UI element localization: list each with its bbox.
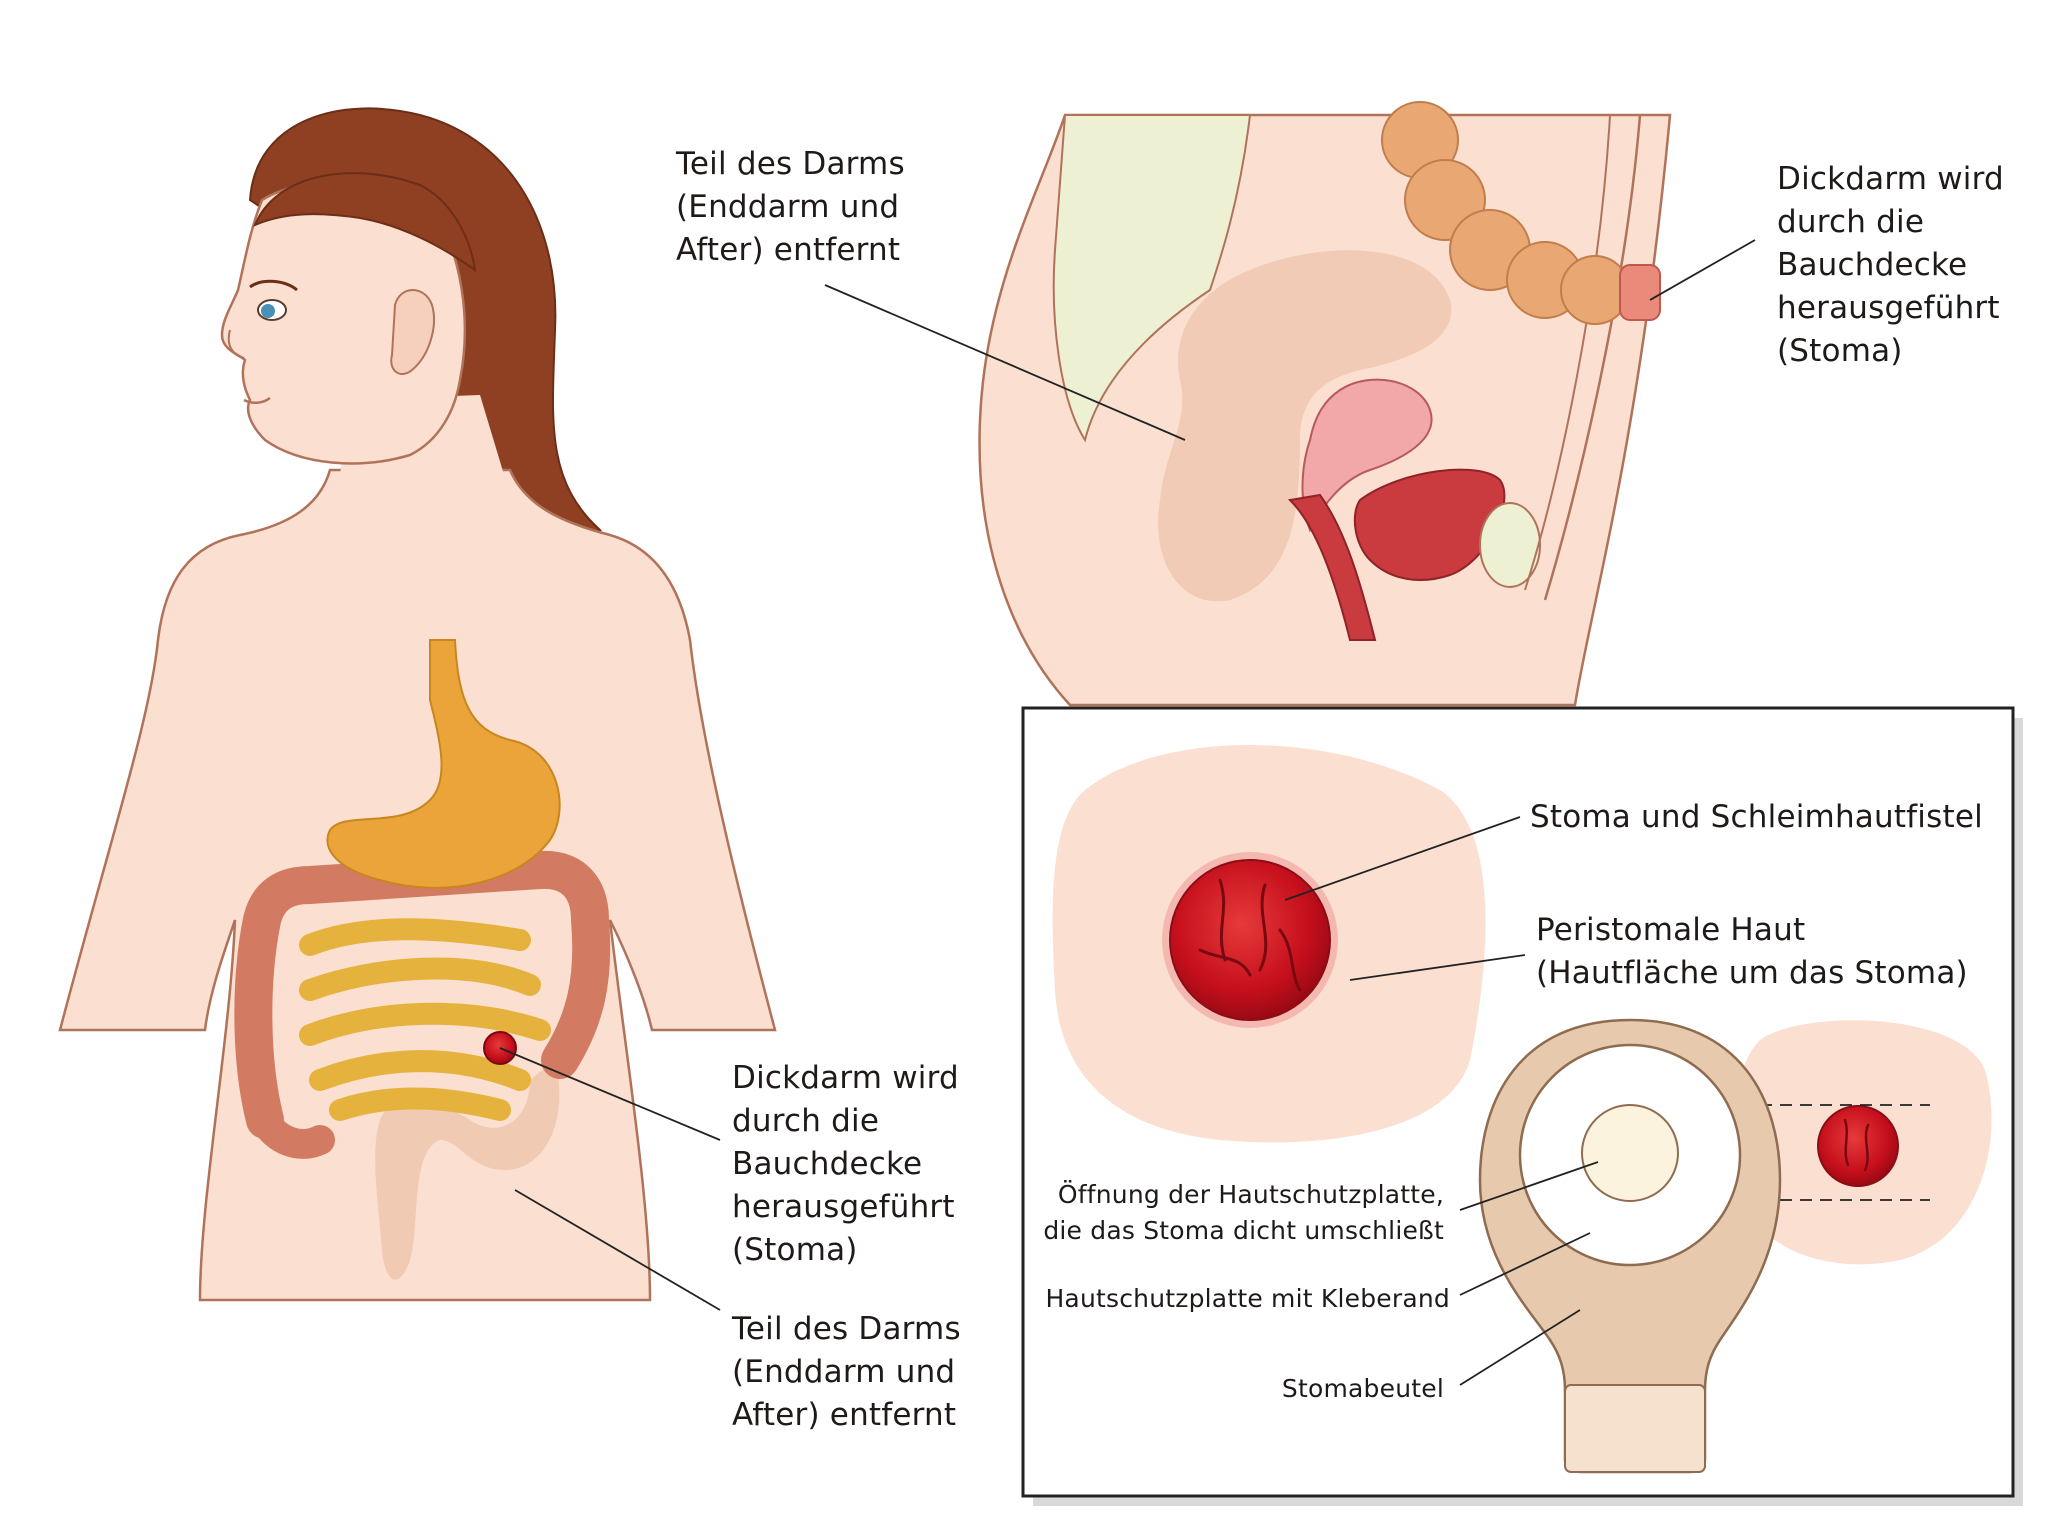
label-inset-peristomal: Peristomale Haut (Hautfläche um das Stoma… — [1536, 909, 1968, 995]
colon-child-tail — [250, 1105, 335, 1159]
label-top-stoma-line-1: Dickdarm wird — [1777, 161, 2004, 197]
baseplate-opening — [1581, 1104, 1679, 1202]
label-inset-stoma-fistula: Stoma und Schleimhautfistel — [1530, 796, 1983, 839]
stomach — [326, 639, 561, 889]
label-top-removed-line-3: After) entfernt — [676, 232, 901, 268]
stoma-large-core — [1169, 859, 1331, 1021]
label-child-removed-line-3: After) entfernt — [732, 1397, 957, 1433]
child-figure — [58, 107, 777, 1302]
child-mouth — [243, 396, 271, 404]
leader-inset-stoma — [1284, 816, 1521, 901]
label-inset-peristomal-line-1: Peristomale Haut — [1536, 912, 1806, 948]
colon-child — [234, 850, 611, 1139]
label-top-stoma-line-2: durch die — [1777, 204, 1925, 240]
child-nose — [227, 329, 245, 359]
pouch-outlet — [1564, 1384, 1706, 1473]
label-inset-opening: Öffnung der Hautschutzplatte, die das Sto… — [1043, 1177, 1444, 1249]
label-inset-baseplate-line-1: Hautschutzplatte mit Kleberand — [1045, 1284, 1450, 1313]
label-child-stoma-line-2: durch die — [732, 1103, 880, 1139]
label-child-stoma-line-4: herausgeführt — [732, 1189, 955, 1225]
leader-inset-pouch — [1459, 1309, 1581, 1386]
small-intestine — [299, 918, 551, 1121]
label-top-removed-line-1: Teil des Darms — [676, 146, 905, 182]
label-top-stoma-line-3: Bauchdecke — [1777, 247, 1968, 283]
leader-child-removed — [514, 1189, 721, 1311]
label-top-stoma-line-4: herausgeführt — [1777, 290, 2000, 326]
child-eyebrow — [249, 279, 298, 292]
leader-inset-opening — [1459, 1161, 1599, 1211]
label-child-stoma-line-3: Bauchdecke — [732, 1146, 923, 1182]
label-top-removed-line-2: (Enddarm und — [676, 189, 900, 225]
stoma-large-folds — [1198, 878, 1302, 992]
pubic-bone — [1479, 502, 1541, 588]
label-child-removed-line-1: Teil des Darms — [732, 1311, 961, 1347]
label-inset-opening-line-1: Öffnung der Hautschutzplatte, — [1057, 1180, 1444, 1209]
leader-top-stoma — [1649, 239, 1756, 301]
child-iris — [261, 304, 275, 318]
pelvic-canal — [1287, 493, 1377, 641]
leader-child-stoma — [499, 1047, 721, 1141]
colon-pelvis — [1381, 101, 1661, 325]
bladder — [1353, 468, 1506, 581]
label-top-stoma-line-5: (Stoma) — [1777, 333, 1903, 369]
leader-top-removed — [824, 284, 1186, 441]
label-child-removed-line-2: (Enddarm und — [732, 1354, 956, 1390]
label-inset-baseplate: Hautschutzplatte mit Kleberand — [1045, 1281, 1450, 1317]
abdominal-wall-inner — [1524, 114, 1611, 591]
label-inset-stoma-fistula-line-1: Stoma und Schleimhautfistel — [1530, 799, 1983, 835]
removed-bowel-child — [375, 1060, 560, 1280]
child-ear — [390, 289, 435, 375]
leader-inset-peristomal — [1349, 954, 1526, 981]
pelvis-section — [978, 101, 1672, 707]
stoma-inset — [1021, 706, 2023, 1506]
label-inset-opening-line-2: die das Stoma dicht umschließt — [1043, 1216, 1444, 1245]
label-inset-pouch: Stomabeutel — [1282, 1371, 1444, 1407]
uterus — [1301, 378, 1433, 533]
child-hair-fringe — [253, 172, 477, 273]
abdominal-wall — [1543, 114, 1642, 601]
label-inset-pouch-line-1: Stomabeutel — [1281, 1374, 1444, 1403]
leader-inset-baseplate — [1459, 1232, 1591, 1296]
removed-bowel-pelvis — [1158, 250, 1452, 602]
stoma-small-folds — [1843, 1118, 1870, 1172]
sacrum — [1052, 114, 1252, 443]
label-inset-peristomal-line-2: (Hautfläche um das Stoma) — [1536, 955, 1968, 991]
label-child-stoma-line-5: (Stoma) — [732, 1232, 858, 1268]
stoma-small — [1817, 1105, 1899, 1187]
label-child-stoma-line-1: Dickdarm wird — [732, 1060, 959, 1096]
